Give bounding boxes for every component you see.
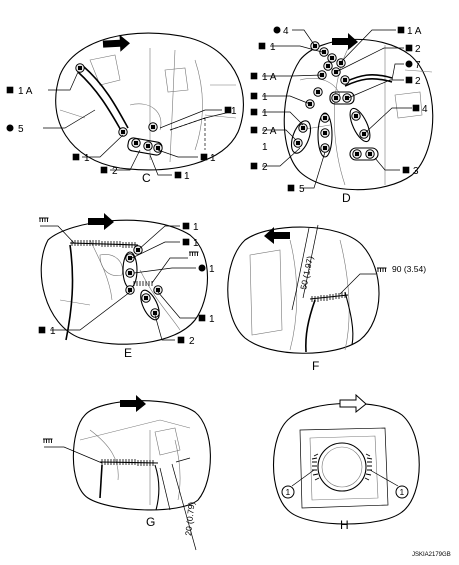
label-d-1-left-mid: 1 <box>262 92 268 103</box>
label-e-1-second: 1 <box>193 238 199 249</box>
panel-c: 1 A 5 1 1 2 1 1 C <box>6 32 244 185</box>
panel-g-caption: G <box>146 515 155 529</box>
label-d-7: 7 <box>415 60 421 71</box>
label-c-5: 5 <box>18 124 24 135</box>
label-d-1-extra: 1 <box>262 142 268 153</box>
label-d-3: 3 <box>413 166 419 177</box>
figure-code: JSKIA2179GB <box>412 552 451 558</box>
label-c-2: 2 <box>112 166 118 177</box>
panel-e-caption: E <box>124 346 132 360</box>
panel-f: 50 (1.97) 90 (3.54) F <box>227 224 426 373</box>
label-c-1-bottom: 1 <box>184 171 190 182</box>
panel-f-caption: F <box>312 359 319 373</box>
label-d-1a-right: 1 A <box>407 26 422 37</box>
label-c-1-left: 1 <box>84 153 90 164</box>
label-d-2-right-top: 2 <box>415 44 421 55</box>
panel-h: 1 1 H <box>273 393 420 532</box>
panel-h-caption: H <box>340 518 349 532</box>
label-d-4-top: 4 <box>283 26 289 37</box>
panel-d: 4 1 1 A 2 1 A 7 1 2 1 4 2 A 1 2 5 3 D <box>250 26 434 205</box>
panel-f-weld-value: 90 (3.54) <box>392 264 426 274</box>
label-d-1a-left: 1 A <box>262 72 277 83</box>
label-d-1-left-low: 1 <box>262 108 268 119</box>
panel-h-callout-right: 1 <box>400 487 405 497</box>
panel-h-callout-left: 1 <box>286 487 291 497</box>
label-d-4-right: 4 <box>422 104 428 115</box>
label-d-1-top: 1 <box>270 42 276 53</box>
label-e-1-left: 1 <box>50 326 56 337</box>
panel-g: 20 (0.79) G <box>42 395 211 551</box>
panel-c-caption: C <box>142 171 151 185</box>
label-d-2-right-mid: 2 <box>415 76 421 87</box>
label-c-1-right: 1 <box>231 106 237 117</box>
panel-g-dimension: 20 (0.79) <box>183 501 197 536</box>
label-d-2-bottom: 2 <box>262 162 268 173</box>
label-c-1a: 1 A <box>18 86 33 97</box>
panel-d-caption: D <box>342 191 351 205</box>
label-e-2: 2 <box>189 336 195 347</box>
label-c-1-br: 1 <box>210 153 216 164</box>
panel-f-dimension: 50 (1.97) <box>298 255 315 291</box>
label-d-2a: 2 A <box>262 126 277 137</box>
label-e-1-right: 1 <box>209 314 215 325</box>
label-e-1-top: 1 <box>193 222 199 233</box>
label-e-1-dot: 1 <box>209 264 215 275</box>
panel-e: 1 1 1 1 1 2 E <box>38 213 215 360</box>
label-d-5: 5 <box>299 184 305 195</box>
